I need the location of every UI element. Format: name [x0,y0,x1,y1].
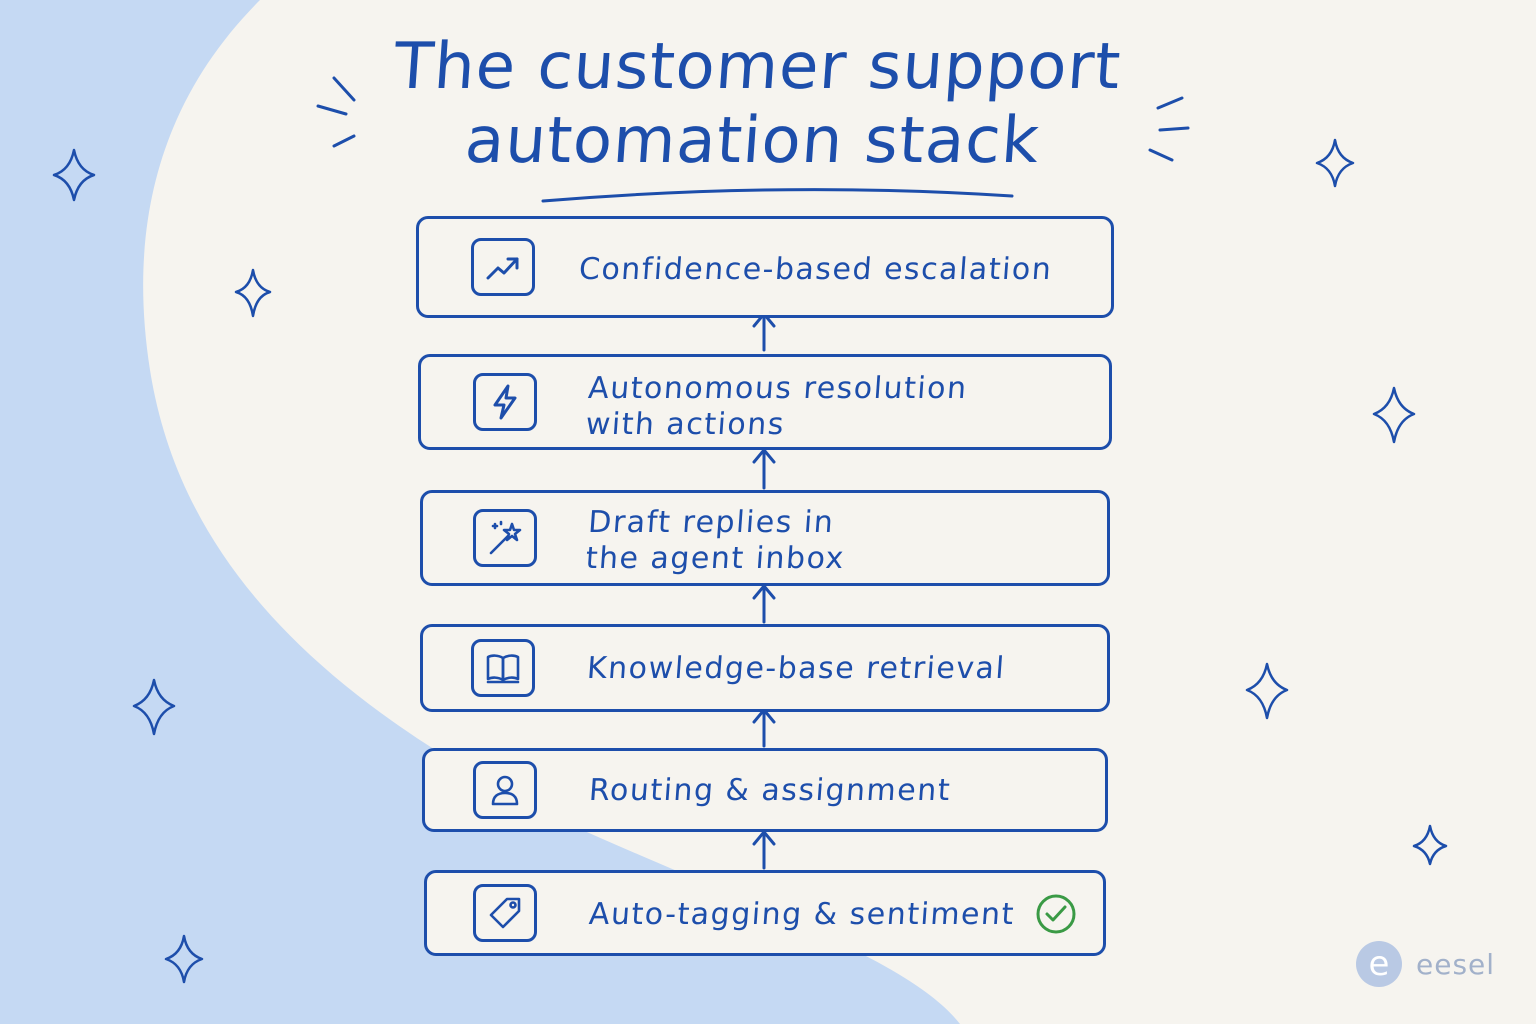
brand-name: eesel [1416,947,1496,981]
tag-icon [473,884,537,942]
layer-draft-replies: Draft replies in the agent inbox [420,490,1110,586]
sparkle-icon [1315,138,1355,188]
background-blob [0,0,960,1024]
layer-routing-assignment: Routing & assignment [422,748,1108,832]
lightning-bolt-icon [473,373,537,431]
sparkle-icon [1412,824,1448,866]
brand-mark: e eesel [1356,940,1495,988]
layer-label: Knowledge-base retrieval [585,651,1007,686]
layer-label: Auto-tagging & sentiment [587,897,1017,932]
sparkle-icon [52,148,96,202]
title-emphasis-right [1148,96,1190,162]
magic-wand-icon [473,509,537,567]
layer-confidence-escalation: Confidence-based escalation [416,216,1114,318]
diagram-title-line-1: The customer support [391,30,1124,104]
sparkle-icon [234,268,272,318]
user-icon [473,761,537,819]
connector-arrow [752,830,776,870]
sparkle-icon [164,934,204,984]
layer-label: Confidence-based escalation [577,252,1054,287]
layer-label: Draft replies in the agent inbox [584,505,847,576]
layer-autonomous-resolution: Autonomous resolution with actions [418,354,1112,450]
layer-label: Routing & assignment [587,773,953,808]
layer-label: Autonomous resolution with actions [584,371,969,442]
connector-arrow [752,584,776,624]
open-book-icon [471,639,535,697]
connector-arrow [752,708,776,748]
check-circle-icon [1036,894,1076,934]
diagram-title-line-2: automation stack [462,104,1043,178]
connector-arrow [752,312,776,352]
sparkle-icon [132,678,176,736]
layer-auto-tagging: Auto-tagging & sentiment [424,870,1106,956]
title-emphasis-left [316,76,356,148]
trend-up-icon [471,238,535,296]
connector-arrow [752,448,776,490]
title-underline [541,188,1014,203]
layer-knowledge-retrieval: Knowledge-base retrieval [420,624,1110,712]
brand-logo: e [1356,941,1402,987]
sparkle-icon [1372,386,1416,444]
sparkle-icon [1245,662,1289,720]
diagram-title: The customer support automation stack [335,30,1175,178]
